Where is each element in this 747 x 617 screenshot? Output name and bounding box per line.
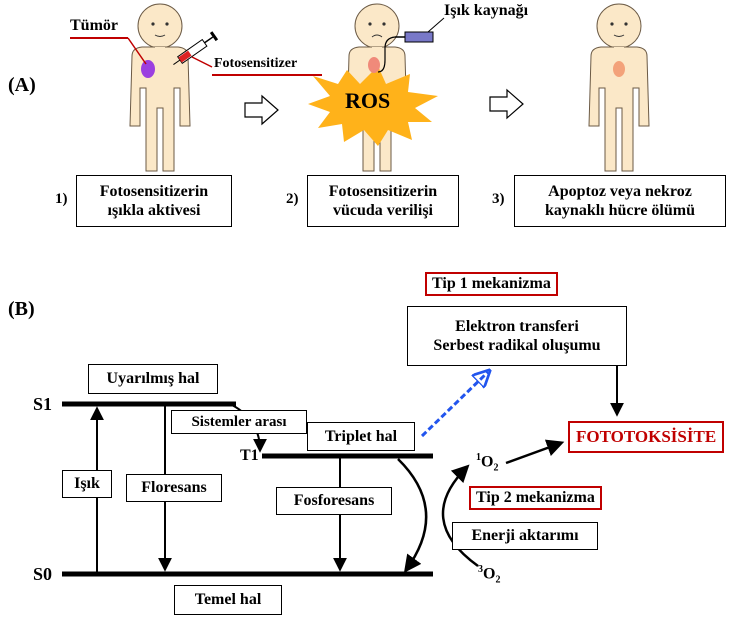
intersystem-box: Sistemler arası [171, 410, 307, 434]
person-2-figure [346, 3, 408, 172]
ros-label: ROS [345, 88, 391, 113]
step-1-number: 1) [55, 191, 68, 207]
photosensitizer-label-underline [212, 74, 322, 76]
panel-a-label: (A) [8, 74, 36, 96]
fluorescence-box: Floresans [126, 474, 222, 502]
type1-dashed-arrow [420, 372, 488, 438]
person-1-figure [129, 3, 191, 172]
s0-label: S0 [33, 564, 53, 584]
light-source-pointer-line [427, 17, 445, 33]
syringe-icon [173, 31, 219, 65]
tumor-treated [368, 57, 380, 73]
ros-burst [308, 66, 438, 146]
step-2-box: Fotosensitizerin vücuda verilişi [307, 175, 459, 227]
type1-title: Tip 1 mekanizma [425, 272, 558, 296]
energy-transfer-box: Enerji aktarımı [452, 522, 598, 550]
singlet-oxygen-to-phototoxicity-arrow [505, 439, 565, 465]
s1-label: S1 [33, 394, 53, 414]
tumor-label-underline [70, 37, 128, 39]
phototoxicity-box: FOTOTOKSİSİTE [568, 421, 725, 453]
step-3-box: Apoptoz veya nekroz kaynaklı hücre ölümü [514, 175, 726, 227]
singlet-oxygen-o: O [481, 453, 494, 471]
triplet-oxygen-sub: 2 [495, 574, 501, 586]
panel-b-label: (B) [8, 298, 35, 320]
triplet-oxygen-label: 3O2 [478, 564, 500, 586]
phosphorescence-box: Fosforesans [276, 487, 392, 515]
step-1-box: Fotosensitizerin ışıkla aktivesi [76, 175, 232, 227]
tumor-purple [141, 60, 155, 78]
singlet-oxygen-label: 1O2 [476, 452, 498, 474]
excited-state-box: Uyarılmış hal [88, 364, 218, 394]
tumor-pointer-line [127, 37, 147, 65]
step-arrow-2 [489, 88, 524, 120]
tumor-dead [613, 61, 625, 77]
triplet-oxygen-sup: 3 [478, 564, 483, 575]
light-source-device [404, 31, 434, 43]
type2-title: Tip 2 mekanizma [469, 486, 602, 510]
step-3-number: 3) [492, 191, 505, 207]
energy-transfer-curve-up [441, 464, 479, 568]
ground-state-box: Temel hal [174, 585, 282, 615]
t1-label: T1 [240, 447, 259, 464]
triplet-oxygen-o: O [483, 565, 496, 583]
light-source-cable [377, 36, 396, 73]
photosensitizer-pointer-line [191, 56, 213, 68]
photosensitizer-label: Fotosensitizer [214, 56, 298, 71]
type1-box: Elektron transferi Serbest radikal oluşu… [407, 306, 627, 366]
triplet-state-box: Triplet hal [307, 422, 415, 451]
energy-transfer-curve-down [397, 458, 428, 573]
step-2-number: 2) [286, 191, 299, 207]
tumor-label: Tümör [70, 17, 118, 34]
singlet-oxygen-sup: 1 [476, 452, 481, 463]
person-3-figure [588, 3, 650, 172]
step-arrow-1 [244, 94, 279, 126]
light-box: Işık [62, 470, 112, 498]
singlet-oxygen-sub: 2 [493, 462, 499, 474]
light-source-label: Işık kaynağı [444, 2, 529, 19]
